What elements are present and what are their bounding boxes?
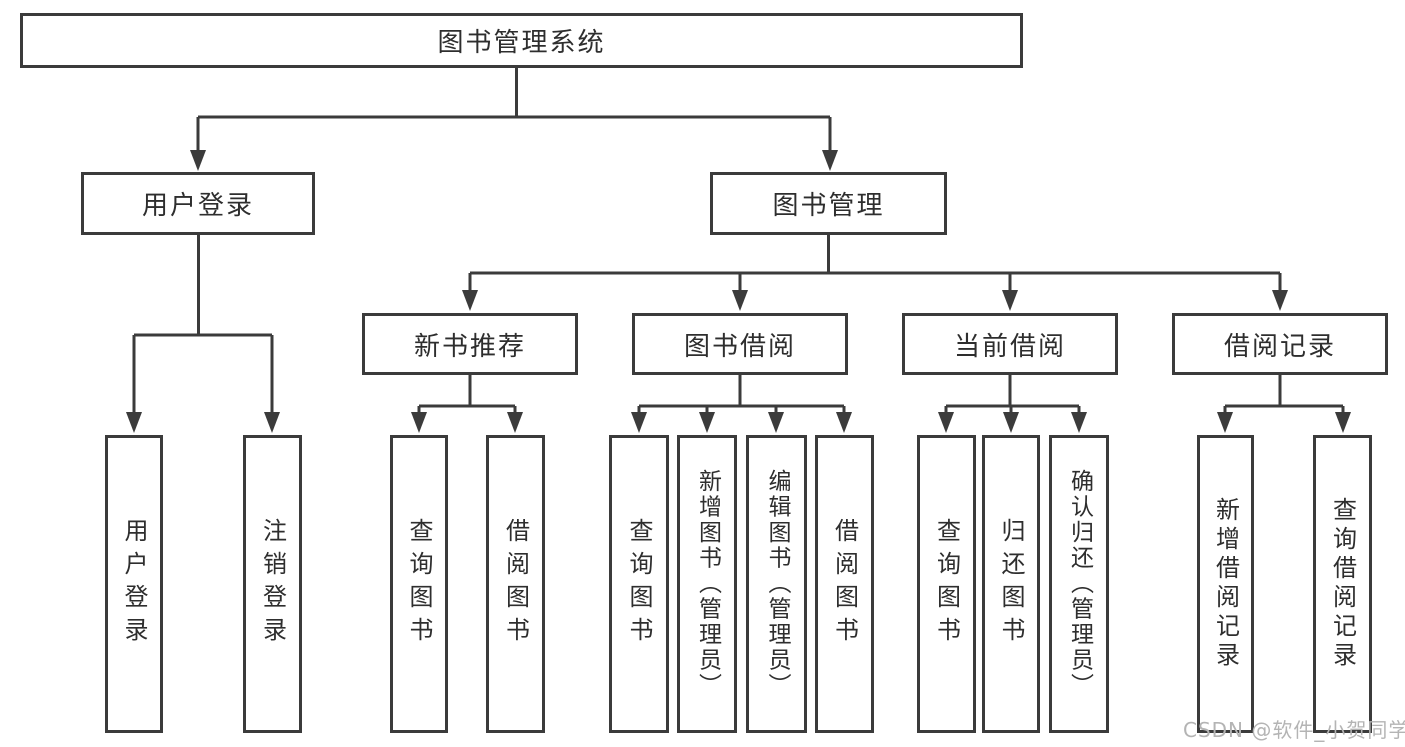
node-root-label: 图书管理系统 xyxy=(437,28,606,58)
leaf-add-borrow-record: 新增借阅记录 xyxy=(1197,435,1254,733)
node-borrow-records: 借阅记录 xyxy=(1172,313,1388,375)
connector-book-mgmt-children xyxy=(468,235,1282,292)
csdn-watermark: CSDN @软件_小贺同学 xyxy=(1183,718,1405,742)
node-book-mgmt-label: 图书管理 xyxy=(772,191,885,221)
arrow-down-icon xyxy=(411,412,427,433)
leaf-logout: 注销登录 xyxy=(243,435,302,733)
connector-book-borrow-children xyxy=(637,375,846,414)
node-root: 图书管理系统 xyxy=(20,13,1023,68)
leaf-return-book-label: 归还图书 xyxy=(997,518,1025,650)
arrow-down-icon xyxy=(836,412,852,433)
node-user-login-label: 用户登录 xyxy=(141,191,254,221)
node-new-book-recommend: 新书推荐 xyxy=(362,313,578,375)
arrow-down-icon xyxy=(1071,412,1087,433)
node-book-mgmt: 图书管理 xyxy=(710,172,947,235)
node-current-borrow: 当前借阅 xyxy=(902,313,1118,375)
leaf-borrow-books: 借阅图书 xyxy=(815,435,874,733)
leaf-logout-label: 注销登录 xyxy=(258,518,287,650)
node-book-borrow-label: 图书借阅 xyxy=(683,331,796,362)
node-user-login: 用户登录 xyxy=(81,172,315,235)
connector-root-to-level2 xyxy=(196,68,832,152)
arrowheads xyxy=(126,150,1351,433)
arrow-down-icon xyxy=(264,412,280,433)
arrow-down-icon xyxy=(822,150,838,171)
arrow-down-icon xyxy=(1335,412,1351,433)
arrow-down-icon xyxy=(462,290,478,311)
node-book-borrow: 图书借阅 xyxy=(632,313,848,375)
arrow-down-icon xyxy=(631,412,647,433)
leaf-borrow-books-recommend-label: 借阅图书 xyxy=(501,518,530,650)
connector-user-login-children xyxy=(132,235,274,414)
leaf-query-books-recommend-label: 查询图书 xyxy=(405,518,433,650)
leaf-edit-book-admin: 编辑图书（管理员） xyxy=(746,435,807,733)
node-borrow-records-label: 借阅记录 xyxy=(1223,331,1336,362)
arrow-down-icon xyxy=(1272,290,1288,311)
node-new-book-recommend-label: 新书推荐 xyxy=(413,331,526,362)
arrow-down-icon xyxy=(1002,290,1018,311)
leaf-query-books-borrow: 查询图书 xyxy=(609,435,669,733)
arrow-down-icon xyxy=(507,412,523,433)
connector-current-borrow-children xyxy=(944,375,1081,414)
node-current-borrow-label: 当前借阅 xyxy=(953,331,1066,362)
leaf-add-borrow-record-label: 新增借阅记录 xyxy=(1211,497,1240,671)
arrow-down-icon xyxy=(938,412,954,433)
leaf-confirm-return-admin: 确认归还（管理员） xyxy=(1049,435,1109,733)
leaf-return-book: 归还图书 xyxy=(982,435,1040,733)
arrow-down-icon xyxy=(1217,412,1233,433)
arrow-down-icon xyxy=(699,412,715,433)
leaf-query-books-recommend: 查询图书 xyxy=(390,435,448,733)
leaf-borrow-books-recommend: 借阅图书 xyxy=(486,435,545,733)
leaf-borrow-books-label: 借阅图书 xyxy=(830,518,859,650)
arrow-down-icon xyxy=(190,150,206,171)
leaf-query-borrow-record: 查询借阅记录 xyxy=(1313,435,1372,733)
leaf-query-books-current-label: 查询图书 xyxy=(932,518,961,650)
connector-borrow-records-children xyxy=(1223,375,1345,414)
arrow-down-icon xyxy=(732,290,748,311)
leaf-user-login: 用户登录 xyxy=(105,435,163,733)
leaf-add-book-admin-label: 新增图书（管理员） xyxy=(694,469,721,699)
arrow-down-icon xyxy=(126,412,142,433)
leaf-query-books-borrow-label: 查询图书 xyxy=(625,518,653,650)
arrow-down-icon xyxy=(768,412,784,433)
leaf-edit-book-admin-label: 编辑图书（管理员） xyxy=(764,469,790,699)
leaf-query-books-current: 查询图书 xyxy=(917,435,976,733)
leaf-query-borrow-record-label: 查询借阅记录 xyxy=(1328,497,1357,671)
connector-new-book-children xyxy=(417,375,517,414)
arrow-down-icon xyxy=(1003,412,1019,433)
leaf-confirm-return-admin-label: 确认归还（管理员） xyxy=(1066,469,1093,699)
leaf-user-login-label: 用户登录 xyxy=(120,518,148,650)
leaf-add-book-admin: 新增图书（管理员） xyxy=(677,435,737,733)
